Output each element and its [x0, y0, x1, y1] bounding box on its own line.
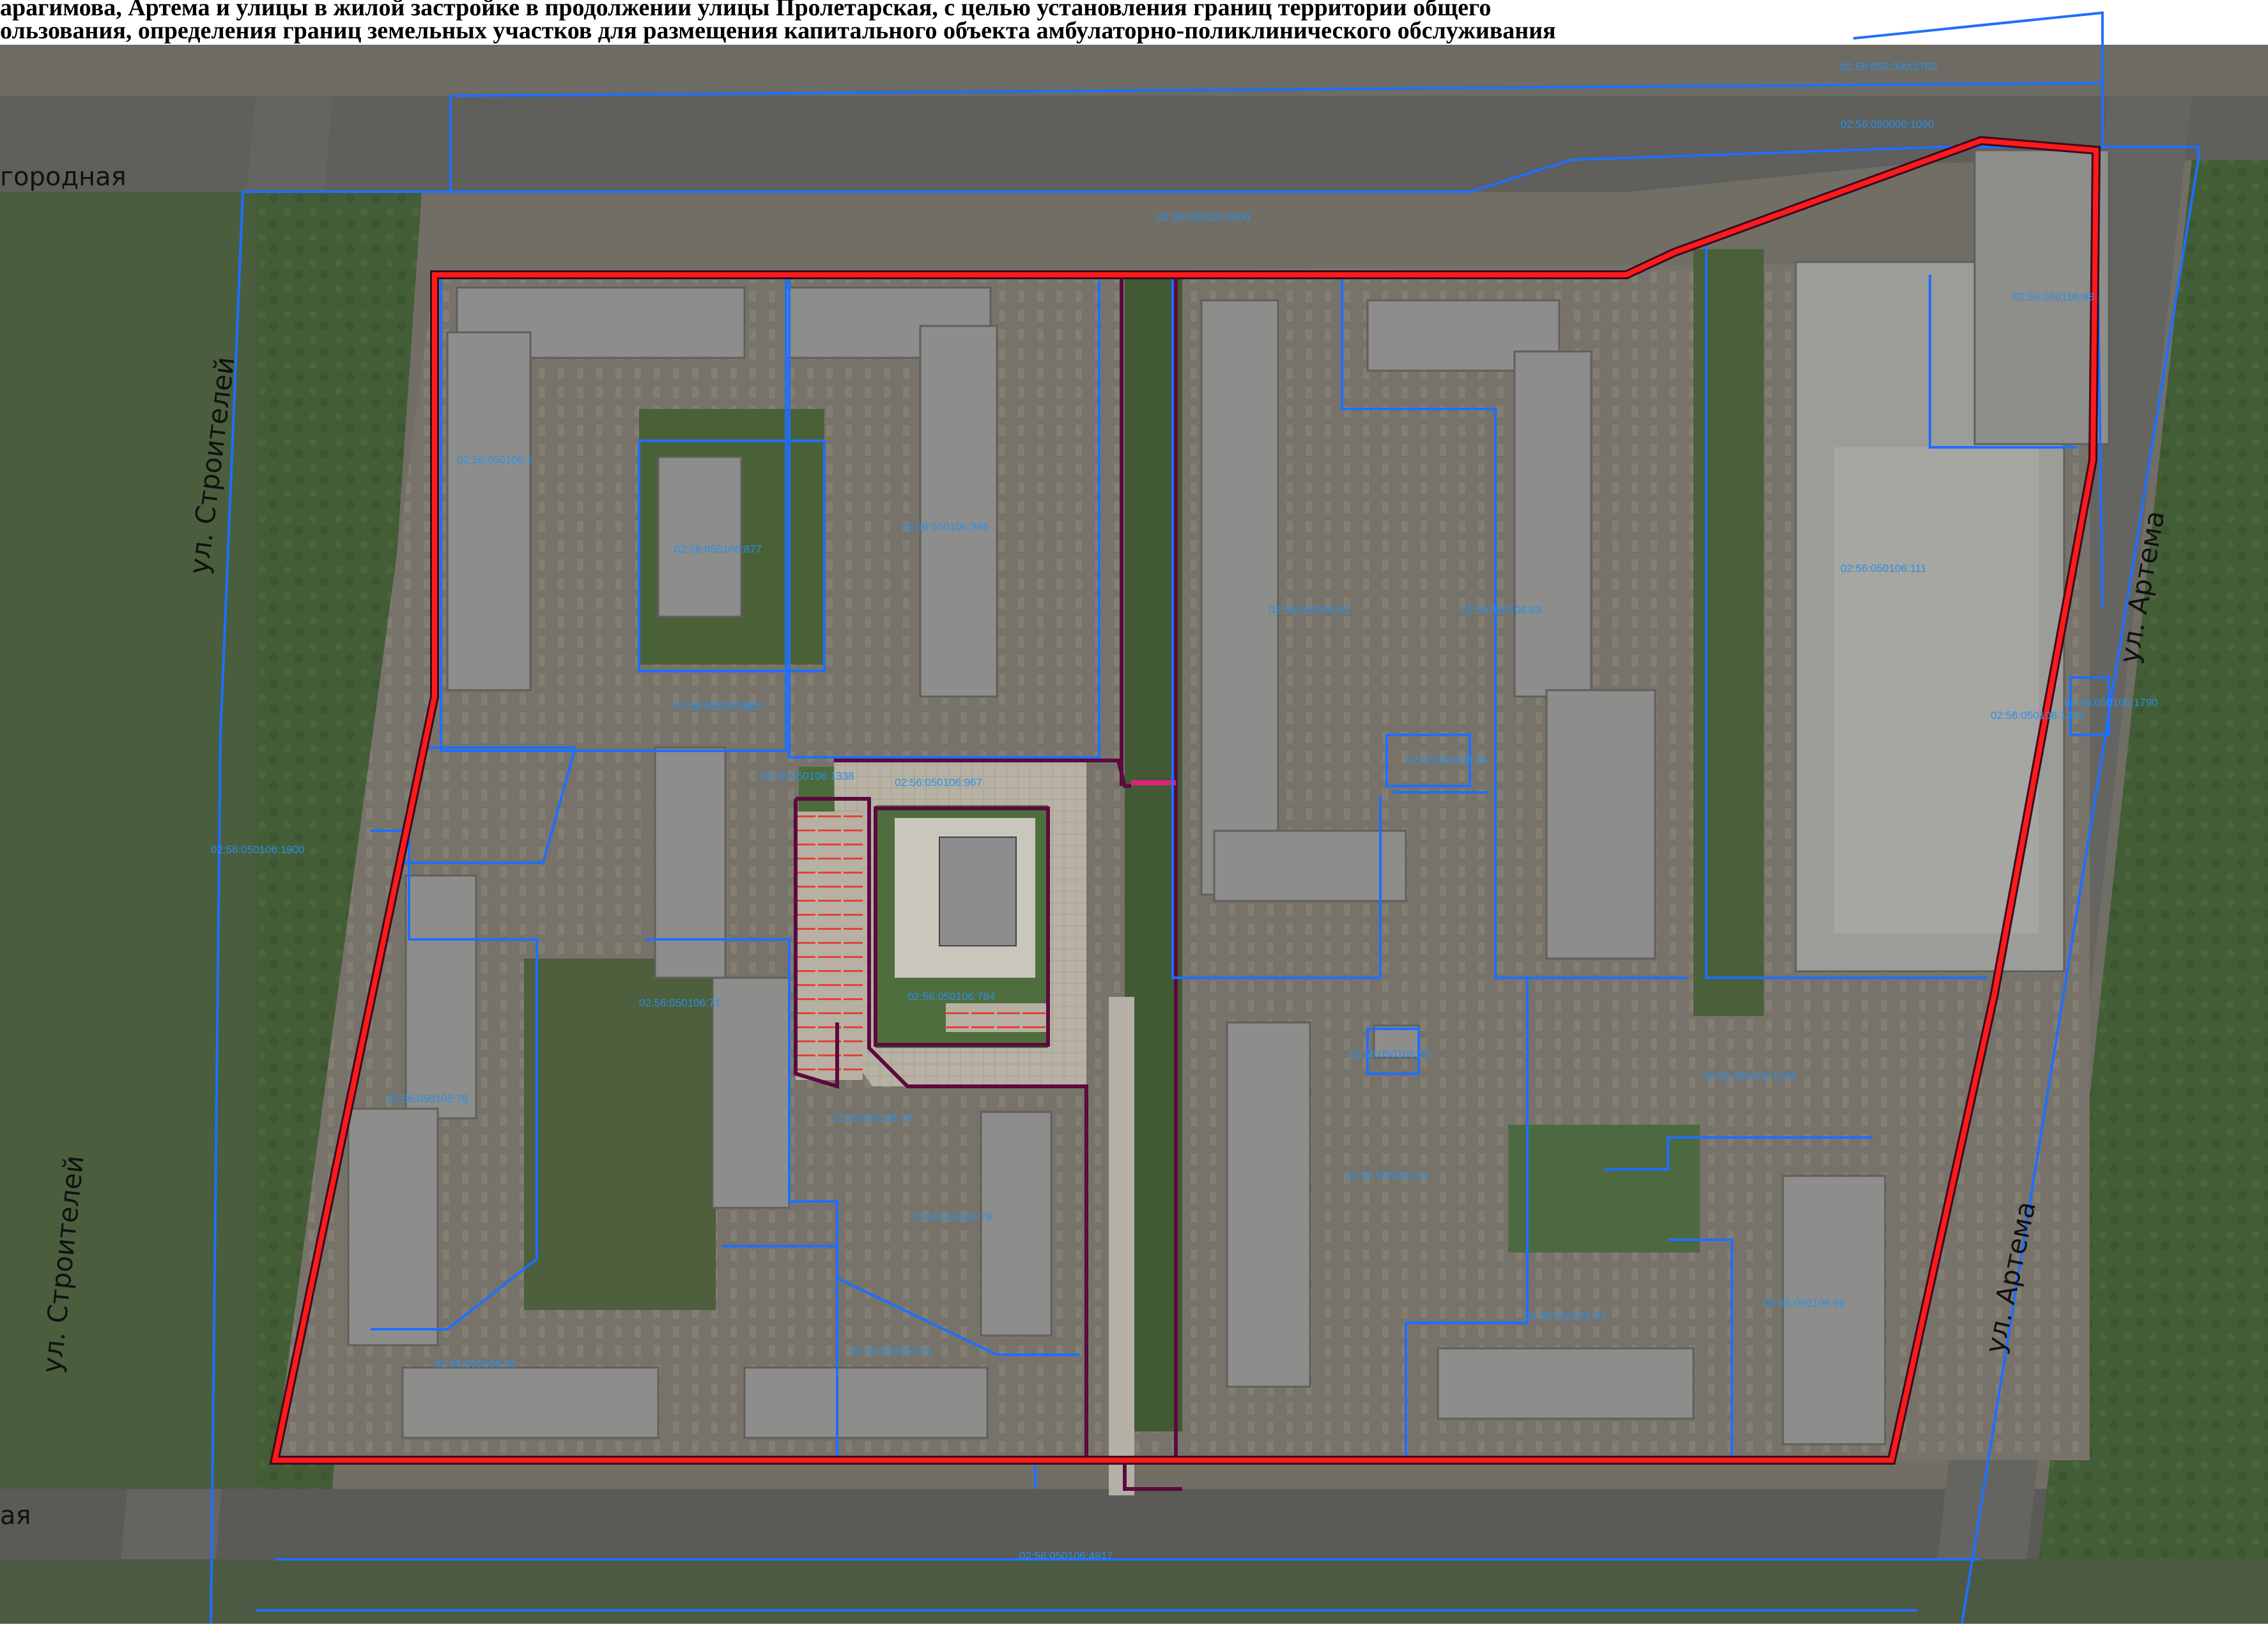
- building-2: [446, 331, 532, 691]
- building-10: [980, 1111, 1053, 1337]
- clinic-parking-bottom: [946, 1003, 1048, 1032]
- parcel-b: [638, 440, 826, 672]
- parcel-outer: [243, 146, 2200, 1624]
- building-12: [743, 1366, 989, 1439]
- header-line-1: арагимова, Артема и улицы в жилой застро…: [0, 0, 1492, 21]
- shopping-center-roof: [1834, 447, 2039, 933]
- parcel-c: [788, 275, 1100, 759]
- building-7: [405, 874, 477, 1120]
- building-18: [1226, 1021, 1311, 1388]
- zone-path-2: [796, 797, 1088, 1463]
- courtyard-green-6: [524, 959, 716, 1310]
- parcel-e: [1341, 275, 1687, 979]
- clinic-building: [939, 837, 1017, 946]
- building-11: [401, 1366, 660, 1439]
- grass-right: [2032, 160, 2268, 1624]
- parcel-m: [1366, 1028, 1420, 1075]
- zone-path-6: [1123, 1460, 1182, 1491]
- parcel-k: [645, 938, 1080, 1356]
- walkway: [1109, 997, 1134, 1495]
- header-band: [0, 0, 2268, 45]
- parcel-ne: [1853, 11, 2104, 147]
- project-boundary: [269, 135, 2101, 1465]
- road-bottom: [0, 1489, 2268, 1559]
- parcel-o: [1604, 1136, 1872, 1171]
- parcel-n: [1405, 978, 1529, 1460]
- parcel-q: [396, 746, 577, 864]
- parcel-g: [1705, 243, 1987, 979]
- header-line-2: ользования, определения границ земельных…: [0, 17, 1556, 44]
- building-16: [1513, 350, 1593, 698]
- parcel-h: [1929, 275, 2077, 449]
- parcel-d: [1171, 275, 1382, 979]
- parcel-left: [210, 191, 244, 1624]
- building-20: [1782, 1175, 1886, 1446]
- building-8: [347, 1107, 439, 1346]
- road-top: [0, 77, 2268, 192]
- ground-top: [0, 45, 2268, 96]
- grass-topleft: [0, 192, 256, 1489]
- building-13: [1200, 299, 1279, 896]
- zone-path-3: [794, 799, 839, 1090]
- building-19: [1437, 1347, 1695, 1420]
- building-4: [919, 325, 998, 698]
- courtyard-green-5: [1693, 249, 1764, 1016]
- building-9: [711, 976, 791, 1209]
- buildings: [347, 286, 1886, 1446]
- parking-red: [796, 812, 863, 1080]
- project-boundary-red: [272, 137, 2099, 1463]
- building-17: [1545, 689, 1656, 960]
- parcel-l: [722, 1245, 838, 1460]
- parcel-i: [2069, 676, 2110, 736]
- parcel-p: [1668, 1238, 1733, 1457]
- zone-rect-1: [874, 806, 1050, 1047]
- building-5: [657, 456, 743, 618]
- building-ne: [1973, 149, 2110, 445]
- building-14: [1213, 829, 1407, 902]
- building-6: [654, 746, 727, 979]
- zone-boundaries: [794, 275, 1182, 1491]
- parcel-f: [1385, 734, 1471, 787]
- ground-bottom: [0, 1559, 2268, 1624]
- courtyard-green-4: [1508, 1125, 1700, 1253]
- building-21: [1373, 1024, 1420, 1059]
